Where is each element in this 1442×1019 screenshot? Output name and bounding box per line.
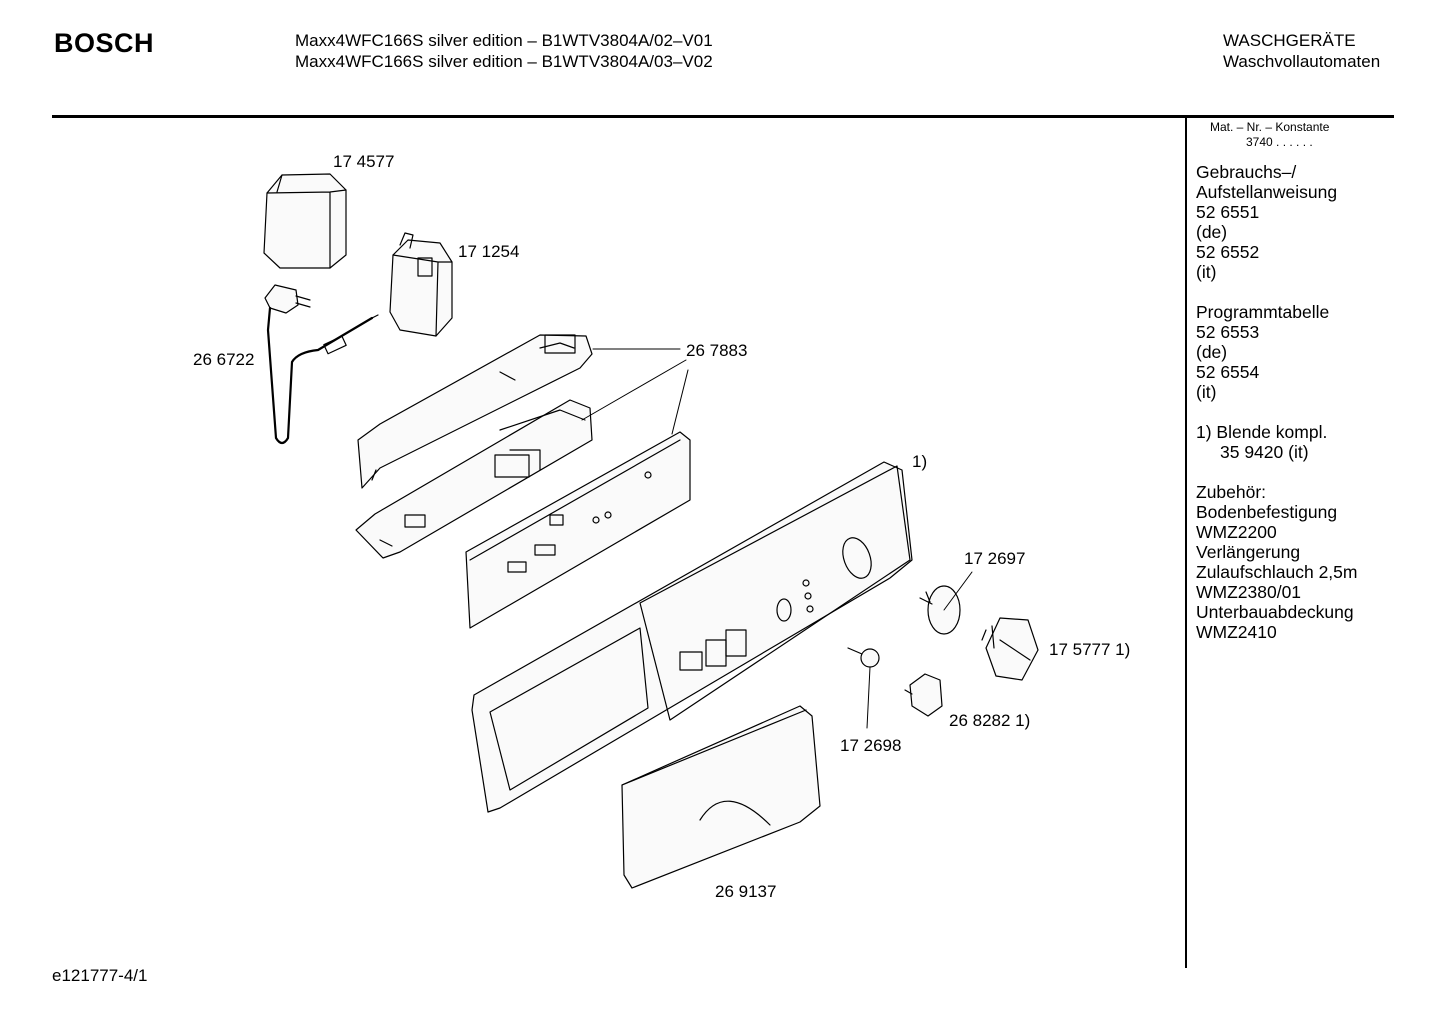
- note-line: 52 6554: [1196, 362, 1260, 382]
- category-line: WASCHGERÄTE: [1223, 31, 1356, 50]
- part-label: 17 1254: [458, 242, 519, 261]
- note-line: Zubehör:: [1196, 482, 1267, 502]
- push-button-part: [904, 673, 943, 717]
- axle-part: [847, 647, 880, 668]
- sidebar-notes: Gebrauchs–/ Aufstellanweisung 52 6551 (d…: [1196, 162, 1357, 662]
- sidebar-divider: [1185, 116, 1187, 968]
- note-line: Zulaufschlauch 2,5m: [1196, 562, 1358, 582]
- appliance-category: WASCHGERÄTE Waschvollautomaten: [1223, 30, 1380, 72]
- doc-group-accessories: Zubehör: Bodenbefestigung WMZ2200 Verlän…: [1196, 482, 1357, 642]
- part-label: 17 5777 1): [1049, 640, 1130, 659]
- model-designation: Maxx4WFC166S silver edition – B1WTV3804A…: [295, 30, 713, 72]
- note-line: 1) Blende kompl.: [1196, 422, 1328, 442]
- doc-group-panel: 1) Blende kompl. 35 9420 (it): [1196, 422, 1357, 462]
- selector-knob-part: [919, 585, 961, 635]
- drawing-id: e121777-4/1: [52, 966, 148, 985]
- note-line: (it): [1196, 382, 1217, 402]
- note-line: Unterbauabdeckung: [1196, 602, 1354, 622]
- part-label: 17 2697: [964, 549, 1025, 568]
- doc-group-program-table: Programmtabelle 52 6553 (de) 52 6554 (it…: [1196, 302, 1357, 402]
- mains-cable-part: [264, 284, 379, 445]
- material-number-value: 3740 . . . . . .: [1246, 135, 1313, 149]
- leader-lines: [581, 348, 973, 729]
- suppressor-part: [389, 232, 453, 337]
- drawer-cover-part: [621, 705, 821, 889]
- note-line: 52 6552: [1196, 242, 1260, 262]
- note-line: WMZ2200: [1196, 522, 1277, 542]
- rotary-knob-part: [981, 617, 1039, 681]
- model-line: Maxx4WFC166S silver edition – B1WTV3804A…: [295, 31, 713, 50]
- brand-logo: BOSCH: [54, 28, 155, 58]
- part-label: 26 9137: [715, 882, 776, 901]
- note-line: (de): [1196, 342, 1228, 362]
- part-label: 26 8282 1): [949, 711, 1030, 730]
- control-carrier-part: [355, 399, 593, 559]
- exploded-view-drawing: 17 4577 17 1254 26 6722 26 7883 1) 17 26…: [193, 152, 1130, 901]
- note-line: (it): [1196, 262, 1217, 282]
- note-line: Programmtabelle: [1196, 302, 1330, 322]
- doc-group-instructions: Gebrauchs–/ Aufstellanweisung 52 6551 (d…: [1196, 162, 1357, 282]
- note-line: Aufstellanweisung: [1196, 182, 1338, 202]
- material-number: Mat. – Nr. – Konstante 3740 . . . . . .: [1210, 120, 1329, 150]
- note-line: Verlängerung: [1196, 542, 1301, 562]
- material-number-label: Mat. – Nr. – Konstante: [1210, 120, 1330, 134]
- part-label: 26 6722: [193, 350, 254, 369]
- category-line: Waschvollautomaten: [1223, 52, 1381, 71]
- note-line: Gebrauchs–/: [1196, 162, 1297, 182]
- model-line: Maxx4WFC166S silver edition – B1WTV3804A…: [295, 52, 713, 71]
- note-line: 35 9420 (it): [1220, 442, 1309, 462]
- note-line: 52 6553: [1196, 322, 1260, 342]
- note-line: WMZ2410: [1196, 622, 1277, 642]
- part-label: 17 4577: [333, 152, 394, 171]
- note-line: Bodenbefestigung: [1196, 502, 1338, 522]
- note-line: 52 6551: [1196, 202, 1260, 222]
- cover-cap-part: [263, 173, 347, 269]
- control-module-part: [357, 334, 593, 489]
- part-label: 17 2698: [840, 736, 901, 755]
- part-label: 26 7883: [686, 341, 747, 360]
- control-panel-part: [471, 461, 913, 813]
- control-board-part: [465, 431, 691, 629]
- note-line: (de): [1196, 222, 1228, 242]
- header-divider: [52, 115, 1394, 118]
- part-label: 1): [912, 452, 927, 471]
- note-line: WMZ2380/01: [1196, 582, 1302, 602]
